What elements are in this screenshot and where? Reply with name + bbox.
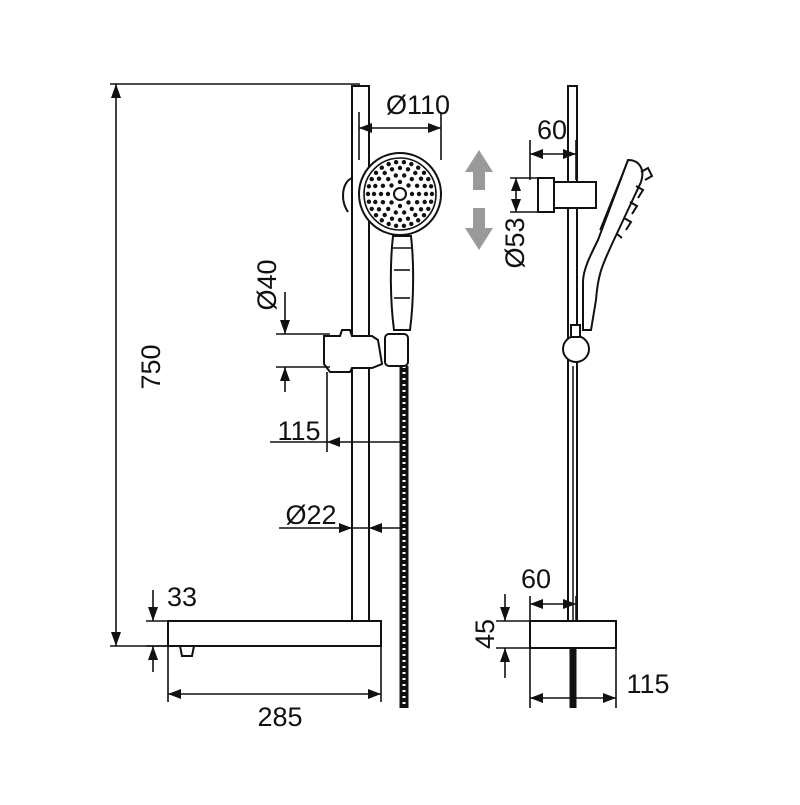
nozzle-dot <box>376 176 382 181</box>
dim-shelf-width: 285 <box>257 702 302 732</box>
nozzle-dot <box>389 200 394 205</box>
nozzle-dot <box>393 173 398 178</box>
nozzle-dot <box>380 183 386 188</box>
side-slider <box>562 335 590 363</box>
nozzle-dot <box>426 206 431 212</box>
nozzle-dot <box>405 216 411 221</box>
side-shower-head <box>582 158 644 331</box>
nozzle-dot <box>373 183 378 189</box>
dim-holder-diameter: Ø40 <box>252 259 282 310</box>
nozzle-dot <box>401 223 407 228</box>
front-shelf <box>167 620 382 647</box>
nozzle-dot <box>373 199 378 205</box>
nozzle-dot <box>409 161 414 167</box>
front-shower-handle <box>389 235 415 331</box>
nozzle-dot <box>371 191 377 197</box>
nozzle-dot <box>423 191 429 197</box>
nozzle-dot <box>406 183 411 188</box>
nozzle-dot <box>369 176 374 182</box>
nozzle-dot <box>379 165 384 170</box>
nozzle-dot <box>369 206 374 212</box>
up-down-arrow-icon <box>465 150 493 250</box>
dim-height-total: 750 <box>136 344 166 389</box>
side-shelf <box>529 620 617 649</box>
side-dimensions: 60 Ø53 60 45 115 <box>470 115 670 708</box>
nozzle-dot <box>380 200 386 205</box>
nozzle-dot <box>428 199 434 204</box>
front-dimensions: 750 Ø110 Ø40 115 Ø22 33 <box>110 83 450 732</box>
nozzle-dot <box>401 160 407 165</box>
front-view <box>167 85 442 708</box>
dim-side-shelf-height: 45 <box>470 619 500 649</box>
nozzle-dot <box>422 199 427 205</box>
nozzle-dot <box>385 191 391 197</box>
nozzle-dot <box>402 173 407 178</box>
shower-nozzles <box>365 160 435 228</box>
nozzle-dot <box>393 223 399 228</box>
nozzle-dot <box>409 221 414 227</box>
nozzle-dot <box>376 207 382 212</box>
nozzle-dot <box>428 184 434 189</box>
nozzle-dot <box>386 176 391 182</box>
nozzle-dot <box>386 206 391 212</box>
nozzle-dot <box>397 179 403 185</box>
nozzle-dot <box>397 165 403 171</box>
nozzle-dot <box>402 210 407 215</box>
nozzle-dot <box>373 170 379 175</box>
nozzle-dot <box>409 176 414 182</box>
nozzle-dot <box>389 167 395 172</box>
nozzle-dot <box>416 191 422 197</box>
side-view <box>529 85 654 708</box>
nozzle-dot <box>409 191 415 197</box>
nozzle-dot <box>413 170 418 176</box>
dim-rail-diameter: Ø22 <box>285 500 336 530</box>
nozzle-dot <box>393 160 399 165</box>
nozzle-dot <box>429 191 435 197</box>
nozzle-dot <box>397 203 403 209</box>
nozzle-dot <box>426 176 431 182</box>
nozzle-dot <box>418 176 424 181</box>
nozzle-dot <box>414 200 420 205</box>
front-shelf-knob <box>179 645 195 657</box>
nozzle-dot <box>418 207 424 212</box>
nozzle-dot <box>365 191 371 197</box>
dim-head-diameter: Ø110 <box>386 90 450 120</box>
nozzle-dot <box>373 213 379 218</box>
nozzle-dot <box>386 161 391 167</box>
nozzle-dot <box>397 217 403 223</box>
nozzle-dot <box>389 183 394 188</box>
side-upper-holder <box>537 177 555 213</box>
nozzle-dot <box>382 212 387 218</box>
nozzle-dot <box>409 206 414 212</box>
nozzle-dot <box>386 221 391 227</box>
dim-shelf-thickness: 33 <box>167 582 197 612</box>
nozzle-dot <box>406 200 411 205</box>
front-holder-cup <box>384 333 409 367</box>
nozzle-dot <box>366 184 372 189</box>
dim-side-holder-diameter: Ø53 <box>500 217 530 268</box>
front-holder <box>323 329 384 373</box>
dim-side-shelf-depth: 115 <box>626 669 669 699</box>
dim-side-holder-depth: 60 <box>537 115 567 145</box>
nozzle-dot <box>393 210 398 215</box>
nozzle-dot <box>421 213 427 218</box>
nozzle-dot <box>416 218 421 223</box>
nozzle-dot <box>414 183 420 188</box>
nozzle-dot <box>366 199 372 204</box>
dim-side-rail-offset: 60 <box>521 564 551 594</box>
nozzle-dot <box>421 170 427 175</box>
nozzle-dot <box>378 191 384 197</box>
nozzle-dot <box>389 216 395 221</box>
nozzle-dot <box>416 165 421 170</box>
dim-holder-offset: 115 <box>277 416 320 446</box>
nozzle-dot <box>379 218 384 223</box>
front-top-bracket <box>342 177 353 213</box>
nozzle-dot <box>413 212 418 218</box>
nozzle-dot <box>405 167 411 172</box>
nozzle-dot <box>382 170 387 176</box>
nozzle-dot <box>422 183 427 189</box>
